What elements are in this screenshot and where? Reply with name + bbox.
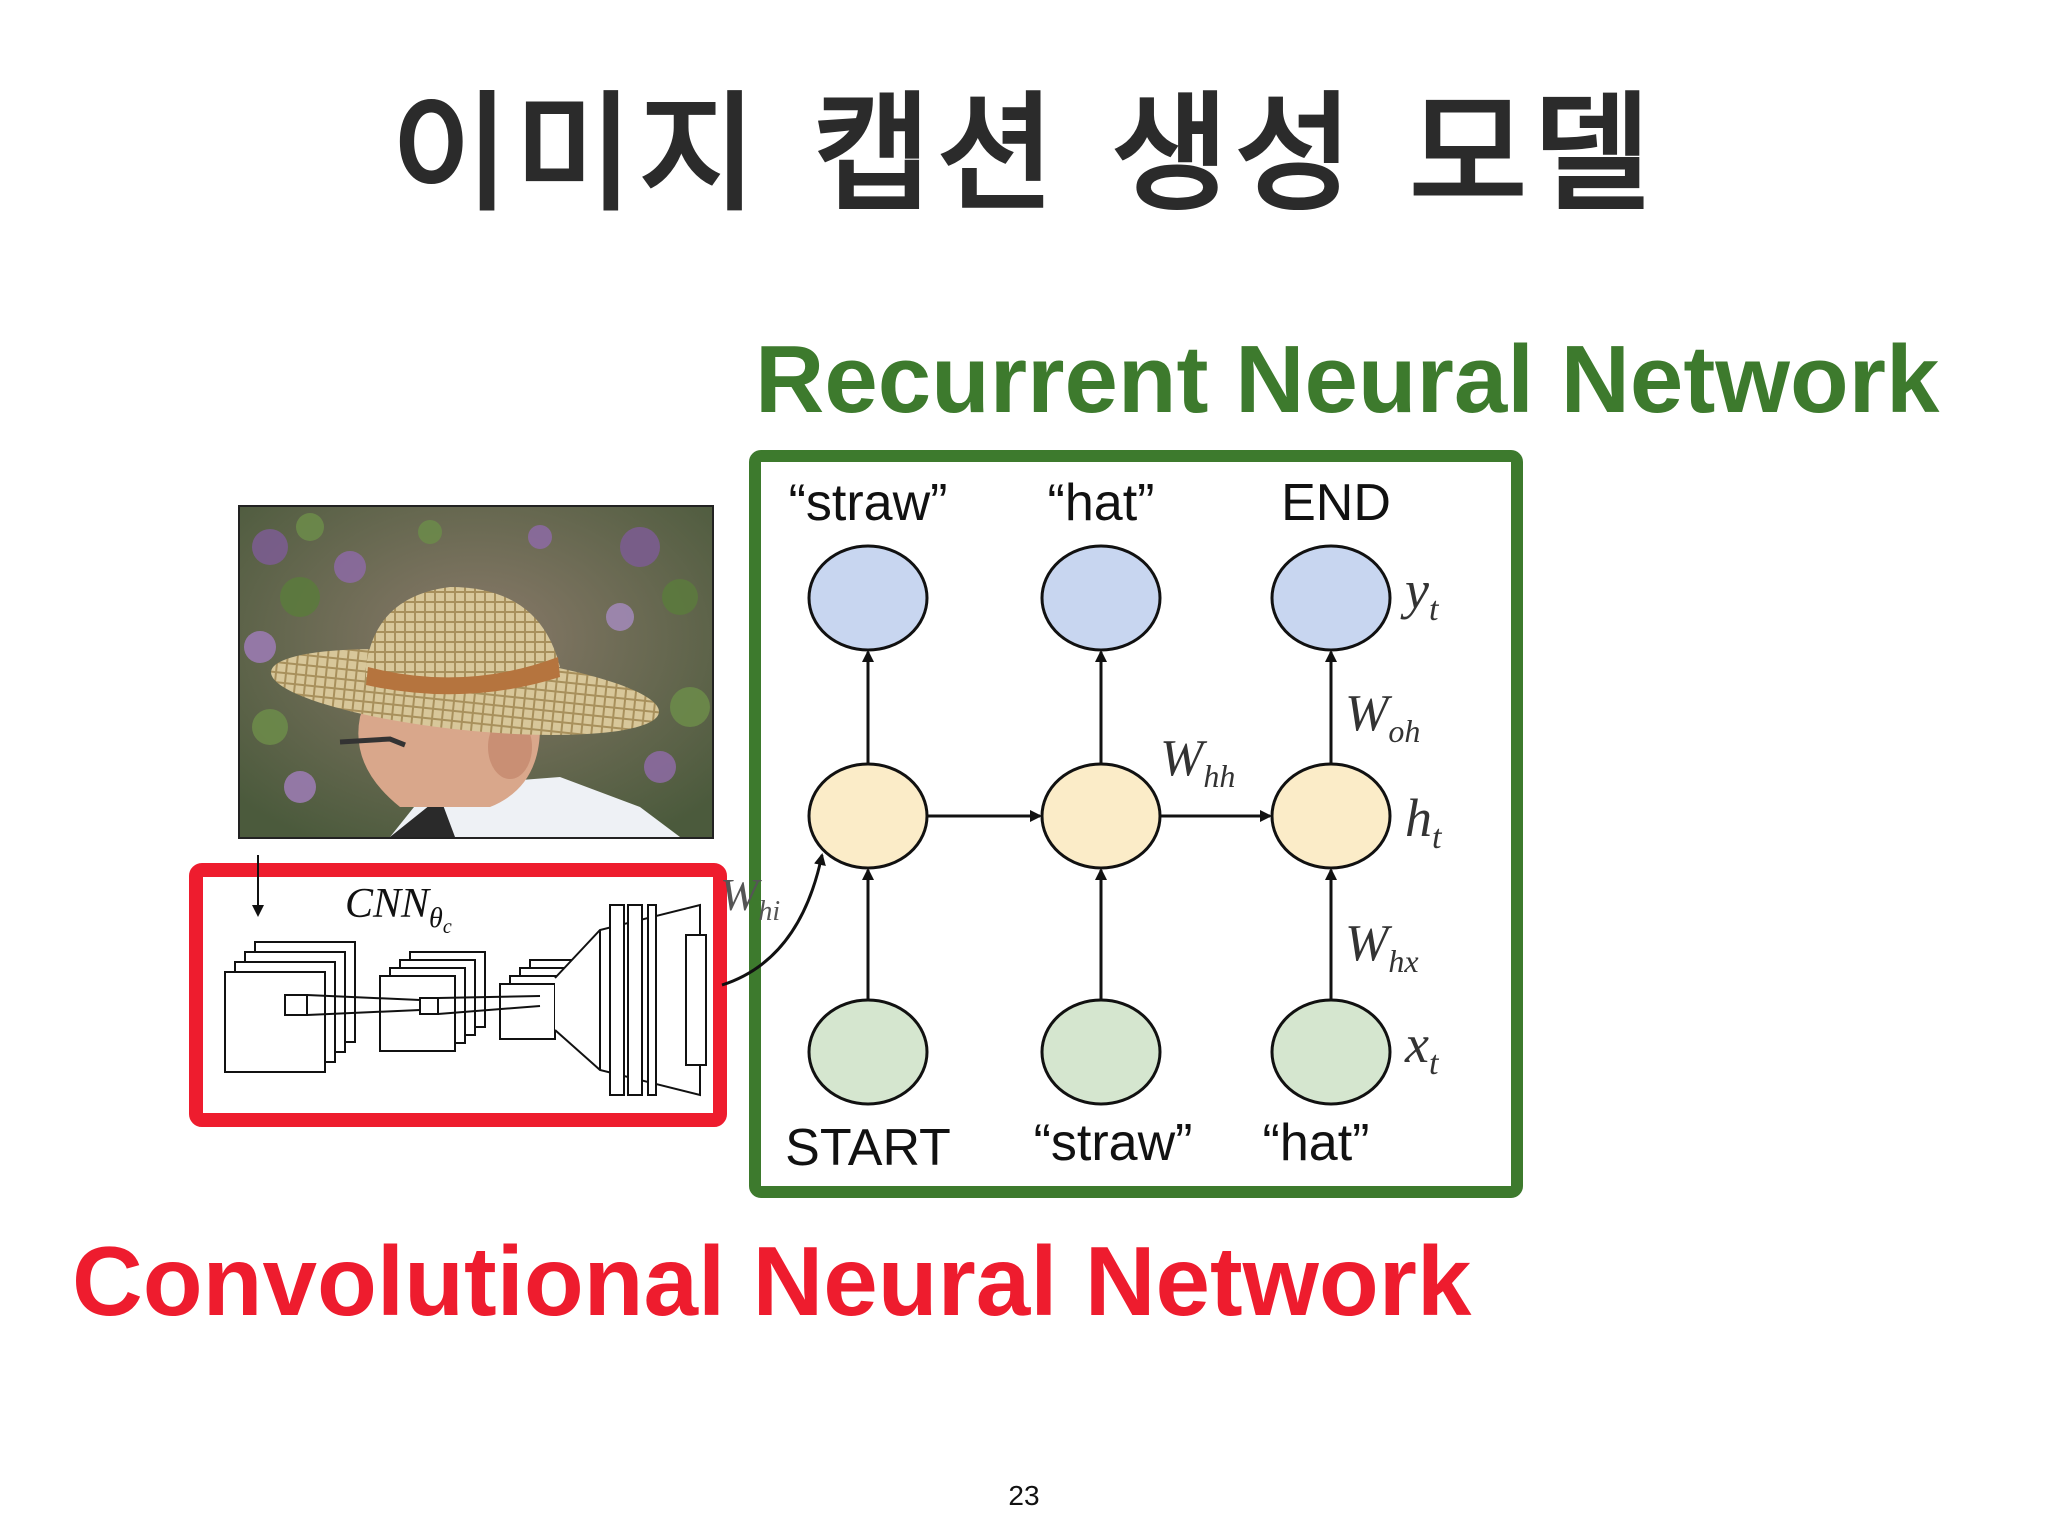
- slide-title: 이미지 캡션 생성 모델: [391, 80, 1657, 229]
- cnn-box: [189, 863, 727, 1127]
- input-word-2: “straw”: [1034, 1114, 1193, 1172]
- page-number: 23: [1008, 1480, 1040, 1511]
- input-node-3: [1270, 998, 1392, 1106]
- hidden-node-1: [807, 762, 929, 870]
- label-w-hh: Whh: [1160, 730, 1235, 794]
- output-node-2: [1040, 544, 1162, 652]
- straw-hat-man-image: [240, 507, 712, 837]
- cnn-heading: Convolutional Neural Network: [72, 1226, 1472, 1336]
- label-cnn: CNNθc: [345, 881, 452, 938]
- output-node-1: [807, 544, 929, 652]
- input-word-3: “hat”: [1263, 1114, 1370, 1172]
- label-x-t: xt: [1404, 1014, 1440, 1082]
- input-photo: [238, 505, 714, 839]
- input-node-2: [1040, 998, 1162, 1106]
- rnn-heading: Recurrent Neural Network: [755, 326, 1940, 433]
- label-w-hi: Whi: [720, 869, 780, 927]
- arrow-cnn-h1: [721, 853, 826, 987]
- output-word-1: “straw”: [789, 474, 948, 532]
- label-y-t: yt: [1400, 560, 1440, 628]
- input-node-1: [807, 998, 929, 1106]
- rnn-box: [749, 450, 1523, 1198]
- label-h-t: ht: [1405, 788, 1443, 856]
- output-word-2: “hat”: [1048, 474, 1155, 532]
- input-word-1: START: [785, 1119, 951, 1177]
- label-w-hx: Whx: [1345, 915, 1419, 979]
- output-node-3: [1270, 544, 1392, 652]
- output-word-3: END: [1281, 474, 1391, 532]
- hidden-node-3: [1270, 762, 1392, 870]
- label-w-oh: Woh: [1345, 685, 1420, 749]
- cnn-schematic: [224, 855, 707, 1097]
- hidden-node-2: [1040, 762, 1162, 870]
